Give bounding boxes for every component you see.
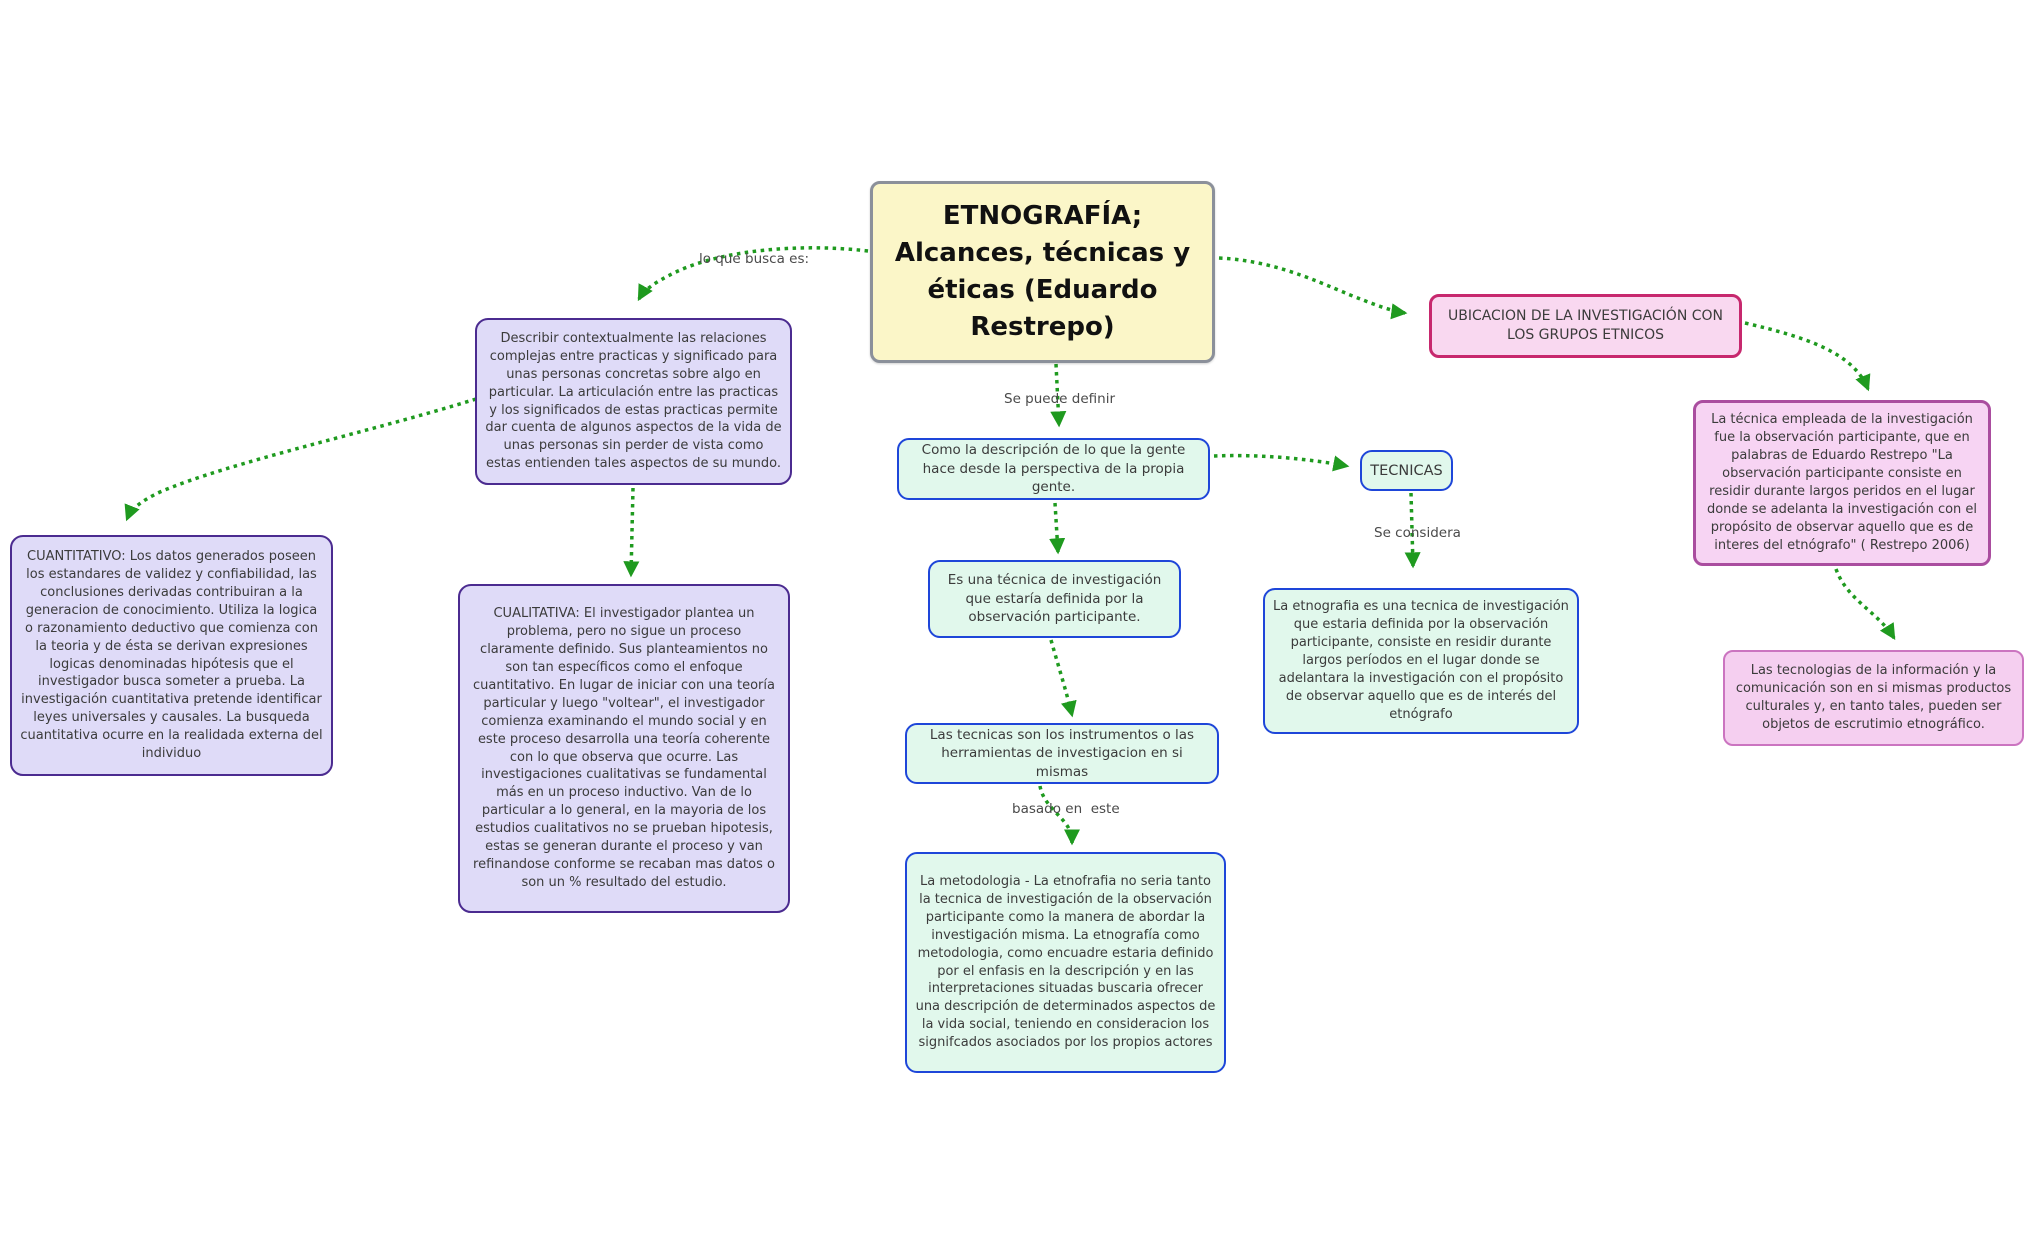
connector-como-to-es-tecnica [1049,502,1066,555]
node-es-tecnica[interactable]: Es una técnica de investigación que esta… [928,560,1181,638]
link-label-se-puede-definir[interactable]: Se puede definir [1004,391,1115,407]
link-label-se-considera[interactable]: Se considera [1374,525,1461,541]
node-tecnicas-instrumentos-text: Las tecnicas son los instrumentos o las … [929,726,1195,780]
link-label-basado-en-este[interactable]: basado en este [1012,801,1120,817]
connector-ubicacion-to-tecnica-empleada [1744,321,1871,392]
node-ubicacion[interactable]: UBICACION DE LA INVESTIGACIÓN CON LOS GR… [1429,294,1742,358]
node-etnografia-definicion[interactable]: La etnografia es una tecnica de investig… [1263,588,1579,734]
node-title-text: ETNOGRAFÍA; Alcances, técnicas y éticas … [894,201,1191,342]
node-tecnicas-instrumentos[interactable]: Las tecnicas son los instrumentos o las … [905,723,1219,784]
connector-title-to-ubicacion [1218,256,1408,320]
node-tecnicas[interactable]: TECNICAS [1360,450,1453,491]
node-cuantitativo[interactable]: CUANTITATIVO: Los datos generados poseen… [10,535,333,776]
node-metodologia-text: La metodologia - La etnofrafia no seria … [915,873,1216,1051]
node-tecnologias[interactable]: Las tecnologias de la información y la c… [1723,650,2024,746]
node-ubicacion-text: UBICACION DE LA INVESTIGACIÓN CON LOS GR… [1447,307,1724,343]
link-label-lo-que-busca[interactable]: lo que busca es: [699,251,810,267]
node-tecnica-empleada[interactable]: La técnica empleada de la investigación … [1693,400,1991,566]
node-title[interactable]: ETNOGRAFÍA; Alcances, técnicas y éticas … [870,181,1215,363]
node-describir[interactable]: Describir contextualmente las relaciones… [475,318,792,485]
node-describir-text: Describir contextualmente las relaciones… [485,330,782,472]
node-tecnologias-text: Las tecnologias de la información y la c… [1735,663,2012,732]
node-tecnica-empleada-text: La técnica empleada de la investigación … [1706,412,1978,553]
node-cualitativa[interactable]: CUALITATIVA: El investigador plantea un … [458,584,790,913]
node-como-descripcion-text: Como la descripción de lo que la gente h… [921,442,1186,496]
node-tecnicas-text: TECNICAS [1370,462,1443,479]
connector-describir-to-cualitativa [623,487,640,578]
connector-es-tecnica-to-instrumentos [1049,639,1077,718]
node-cuantitativo-text: CUANTITATIVO: Los datos generados poseen… [20,548,323,762]
node-como-descripcion[interactable]: Como la descripción de lo que la gente h… [897,438,1210,500]
node-es-tecnica-text: Es una técnica de investigación que esta… [947,572,1162,626]
node-metodologia[interactable]: La metodologia - La etnofrafia no seria … [905,852,1226,1073]
connector-como-to-tecnicas [1213,453,1350,472]
node-cualitativa-text: CUALITATIVA: El investigador plantea un … [473,606,775,891]
node-etnografia-definicion-text: La etnografia es una tecnica de investig… [1273,599,1569,722]
connector-describir-to-cuantitativo [124,397,477,522]
connector-tecnica-empleada-to-tecnologias [1834,568,1896,641]
